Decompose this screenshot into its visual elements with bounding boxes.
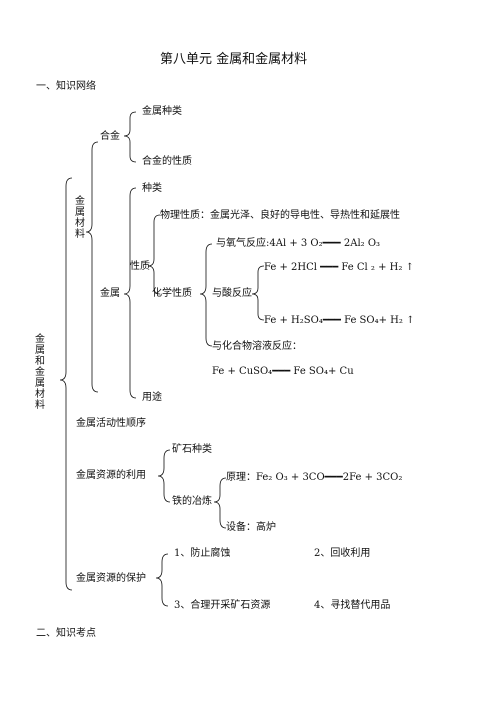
section-heading-network: 一、知识网络 (36, 81, 96, 92)
metal-brace (123, 187, 137, 399)
materials-label: 金属材料 (75, 196, 85, 240)
metal-label: 金属 (100, 288, 120, 299)
protection-item-4: 4、寻找替代用品 (314, 600, 391, 611)
acid-brace (251, 265, 265, 321)
acid-equation-1: Fe + 2HCl ━━━ Fe Cl ₂ + H₂ ↑ (264, 262, 414, 273)
page-title: 第八单元 金属和金属材料 (160, 52, 308, 67)
alloy-properties: 合金的性质 (142, 156, 192, 167)
uses-label: 用途 (142, 392, 162, 403)
resource-use-label: 金属资源的利用 (76, 470, 146, 481)
smelting-principle: 原理：Fe₂ O₃ + 3CO━━━2Fe + 3CO₂ (226, 472, 403, 483)
metal-types: 种类 (142, 183, 162, 194)
acid-equation-2: Fe + H₂SO₄━━━ Fe SO₄+ H₂ ↑ (264, 315, 415, 326)
alloy-label: 合金 (100, 131, 120, 142)
properties-label: 性质 (130, 261, 150, 272)
smelting-brace (213, 477, 227, 529)
protection-item-3: 3、合理开采矿石资源 (174, 600, 271, 611)
materials-brace (85, 141, 99, 393)
protection-brace (155, 553, 169, 607)
physical-properties: 物理性质：金属光泽、良好的导电性、导热性和延展性 (160, 210, 400, 221)
activity-series-label: 金属活动性顺序 (76, 418, 146, 429)
resource-brace (157, 449, 171, 503)
alloy-brace (123, 111, 137, 163)
section-heading-points: 二、知识考点 (36, 628, 96, 639)
salt-equation: Fe + CuSO₄━━━ Fe SO₄+ Cu (212, 366, 354, 377)
chemical-brace (199, 243, 213, 347)
ore-types: 矿石种类 (172, 444, 212, 455)
acid-reaction-label: 与酸反应 (212, 288, 252, 299)
protection-item-2: 2、回收利用 (314, 548, 371, 559)
smelting-equipment: 设备：高炉 (226, 522, 276, 533)
root-label: 金属和金属材料 (35, 334, 45, 411)
iron-smelting-label: 铁的冶炼 (172, 496, 212, 507)
root-brace (59, 177, 73, 591)
chemical-properties-label: 化学性质 (152, 288, 192, 299)
resource-protection-label: 金属资源的保护 (76, 573, 146, 584)
protection-item-1: 1、防止腐蚀 (174, 548, 231, 559)
properties-brace (147, 214, 161, 295)
oxygen-reaction: 与氧气反应:4Al + 3 O₂━━━ 2Al₂ O₃ (216, 238, 381, 249)
salt-reaction-label: 与化合物溶液反应： (212, 341, 302, 352)
alloy-types: 金属种类 (142, 106, 182, 117)
